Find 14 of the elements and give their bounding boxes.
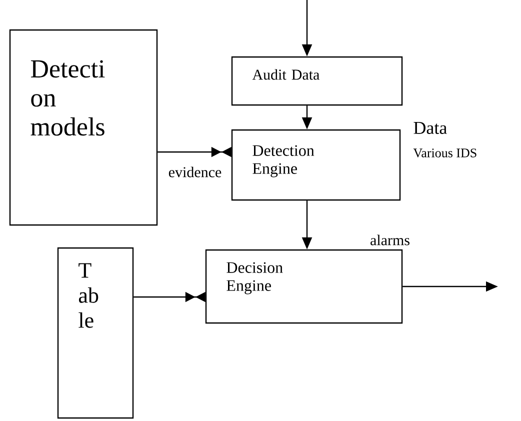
process-box bbox=[231, 56, 403, 106]
edge-label: alarms bbox=[370, 234, 410, 246]
note-label: Data bbox=[414, 122, 447, 134]
process-box bbox=[205, 249, 403, 324]
box-label: Detection Engine bbox=[252, 145, 314, 178]
box-label: Audit Data bbox=[252, 69, 320, 80]
box-label: Detecti on models bbox=[30, 60, 105, 136]
edge-label: evidence bbox=[168, 166, 222, 178]
note-label: Various IDS bbox=[413, 148, 476, 158]
box-label: Decision Engine bbox=[226, 262, 283, 294]
process-box bbox=[57, 247, 134, 419]
process-box bbox=[231, 129, 401, 201]
box-label: T ab le bbox=[78, 263, 98, 328]
process-box bbox=[9, 29, 158, 226]
